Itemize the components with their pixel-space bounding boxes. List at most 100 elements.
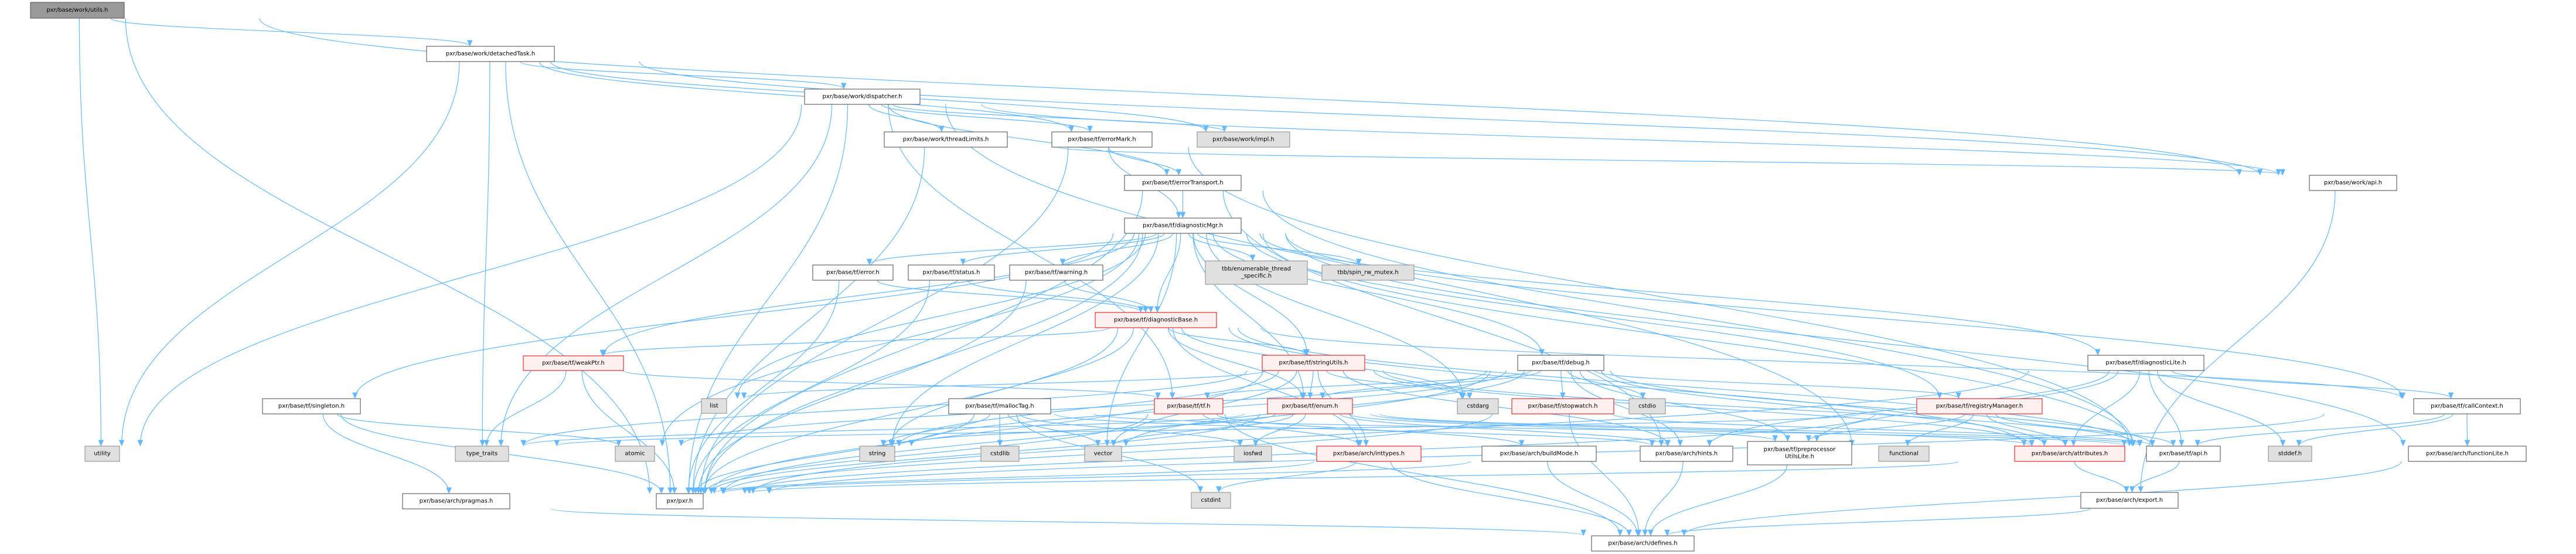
node-warning[interactable]: pxr/base/tf/warning.h — [1009, 264, 1103, 281]
node-box — [1747, 441, 1852, 465]
node-list[interactable]: list — [701, 398, 727, 414]
node-diagnosticBase[interactable]: pxr/base/tf/diagnosticBase.h — [1095, 312, 1217, 328]
edge-inttypes-to-defines — [1390, 461, 1630, 536]
arrowhead-icon — [498, 440, 504, 447]
edge-diagnosticBase-to-pxr — [703, 327, 1119, 494]
node-threadLimits[interactable]: pxr/base/work/threadLimits.h — [884, 131, 1008, 148]
arrowhead-icon — [1706, 440, 1712, 447]
node-errorTransport[interactable]: pxr/base/tf/errorTransport.h — [1124, 175, 1242, 191]
node-box — [1878, 446, 1930, 462]
node-export[interactable]: pxr/base/arch/export.h — [2080, 492, 2179, 509]
edge-diagnosticLite-to-attributes — [2073, 370, 2141, 446]
node-detachedTask[interactable]: pxr/base/work/detachedTask.h — [426, 46, 555, 62]
node-hints[interactable]: pxr/base/arch/hints.h — [1640, 446, 1733, 462]
node-workApi[interactable]: pxr/base/work/api.h — [2309, 175, 2397, 191]
node-error[interactable]: pxr/base/tf/error.h — [812, 264, 894, 281]
arrowhead-icon — [1237, 440, 1243, 447]
node-label: pxr/base/arch/hints.h — [1655, 451, 1718, 457]
node-box — [523, 355, 624, 371]
edge-enum-to-attributes — [1370, 413, 2032, 446]
node-label: pxr/base/work/detachedTask.h — [446, 51, 536, 57]
node-box — [402, 493, 510, 509]
edge-diagnosticLite-to-stddef — [2157, 370, 2284, 446]
node-status[interactable]: pxr/base/tf/status.h — [908, 264, 995, 281]
node-stringUtils[interactable]: pxr/base/tf/stringUtils.h — [1262, 355, 1365, 371]
arrowhead-icon — [2138, 486, 2144, 493]
node-label: pxr/base/tf/registryManager.h — [1936, 403, 2023, 410]
arrowhead-icon — [746, 487, 752, 494]
arrowhead-icon — [672, 487, 677, 494]
node-diagnosticMgr[interactable]: pxr/base/tf/diagnosticMgr.h — [1124, 217, 1242, 234]
node-functionLite[interactable]: pxr/base/arch/functionLite.h — [2408, 446, 2527, 462]
node-registryManager[interactable]: pxr/base/tf/registryManager.h — [1916, 398, 2043, 414]
node-box — [1640, 446, 1733, 462]
node-debug[interactable]: pxr/base/tf/debug.h — [1517, 355, 1604, 371]
node-label: cstdarg — [1467, 403, 1488, 410]
node-box — [2309, 175, 2397, 191]
arrowhead-icon — [1202, 125, 1209, 132]
node-impl[interactable]: pxr/base/work/impl.h — [1197, 131, 1290, 148]
node-label: pxr/base/tf/api.h — [2159, 451, 2208, 457]
node-errorMark[interactable]: pxr/base/tf/errorMark.h — [1051, 131, 1153, 148]
edge-dispatcher-to-errorMark — [881, 104, 1091, 132]
node-stddef[interactable]: stddef.h — [2268, 446, 2312, 462]
node-cstdarg[interactable]: cstdarg — [1457, 398, 1499, 414]
arrowhead-icon — [2400, 440, 2406, 447]
node-dispatcher[interactable]: pxr/base/work/dispatcher.h — [804, 89, 921, 105]
arrowhead-icon — [2170, 440, 2176, 447]
node-callContext[interactable]: pxr/base/tf/callContext.h — [2413, 398, 2521, 414]
node-tbbEts[interactable]: tbb/enumerable_thread_specific.h — [1205, 260, 1308, 285]
node-singleton[interactable]: pxr/base/tf/singleton.h — [262, 398, 361, 414]
arrowhead-icon — [446, 487, 452, 494]
arrowhead-icon — [997, 440, 1003, 447]
node-label: pxr/base/arch/buildMode.h — [1500, 451, 1579, 457]
node-tbbSpin[interactable]: tbb/spin_rw_mutex.h — [1321, 264, 1415, 281]
nodes-layer: pxr/base/work/utils.h pxr/base/work/detac… — [30, 2, 2527, 552]
node-iosfwd[interactable]: iosfwd — [1234, 446, 1272, 462]
arrowhead-icon — [659, 440, 666, 447]
node-defines[interactable]: pxr/base/arch/defines.h — [1591, 535, 1695, 552]
node-enum[interactable]: pxr/base/tf/enum.h — [1267, 398, 1353, 414]
edge-debug-to-preprocessor — [1579, 370, 1788, 441]
node-functional[interactable]: functional — [1878, 446, 1930, 462]
node-box — [859, 446, 895, 462]
node-vector[interactable]: vector — [1084, 446, 1122, 462]
node-tfh[interactable]: pxr/base/tf/tf.h — [1154, 398, 1224, 414]
arrowhead-icon — [2275, 169, 2282, 176]
edge-tfh-to-buildMode — [1216, 413, 1522, 446]
node-utility[interactable]: utility — [84, 446, 120, 462]
edge-singleton-to-pragmas — [322, 413, 449, 494]
arrowhead-icon — [678, 440, 684, 447]
node-tfApi[interactable]: pxr/base/tf/api.h — [2146, 446, 2221, 462]
edge-dispatcher-to-threadLimits — [868, 104, 942, 132]
node-string[interactable]: string — [859, 446, 895, 462]
node-utils[interactable]: pxr/base/work/utils.h — [30, 2, 125, 19]
node-pxr[interactable]: pxr/pxr.h — [656, 493, 704, 509]
node-buildMode[interactable]: pxr/base/arch/buildMode.h — [1481, 446, 1597, 462]
node-diagnosticLite[interactable]: pxr/base/tf/diagnosticLite.h — [2087, 355, 2204, 371]
edge-debug-to-enum — [1322, 370, 1541, 399]
node-cstdio[interactable]: cstdio — [1628, 398, 1666, 414]
arrowhead-icon — [1772, 435, 1778, 442]
node-label: stddef.h — [2278, 451, 2302, 457]
arrowhead-icon — [479, 440, 485, 447]
node-cstdint[interactable]: cstdint — [1191, 492, 1231, 509]
node-typeTraits[interactable]: type_traits — [455, 446, 509, 462]
edge-diagnosticMgr-to-list — [737, 233, 1146, 399]
node-cstdlib[interactable]: cstdlib — [980, 446, 1020, 462]
node-pragmas[interactable]: pxr/base/arch/pragmas.h — [402, 493, 510, 509]
node-inttypes[interactable]: pxr/base/arch/inttypes.h — [1316, 446, 1422, 462]
node-box — [1628, 398, 1666, 414]
arrowhead-icon — [667, 487, 673, 494]
node-atomic[interactable]: atomic — [615, 446, 655, 462]
edge-registryManager-to-attributes — [1986, 413, 2066, 446]
edge-debug-to-pxr — [723, 370, 1491, 494]
node-box — [1154, 398, 1224, 414]
node-stopwatch[interactable]: pxr/base/tf/stopwatch.h — [1511, 398, 1614, 414]
node-mallocTag[interactable]: pxr/base/tf/mallocTag.h — [948, 398, 1051, 414]
node-weakPtr[interactable]: pxr/base/tf/weakPtr.h — [523, 355, 624, 371]
node-attributes[interactable]: pxr/base/arch/attributes.h — [2014, 446, 2125, 462]
node-label: iosfwd — [1243, 451, 1262, 457]
arrowhead-icon — [658, 487, 665, 494]
